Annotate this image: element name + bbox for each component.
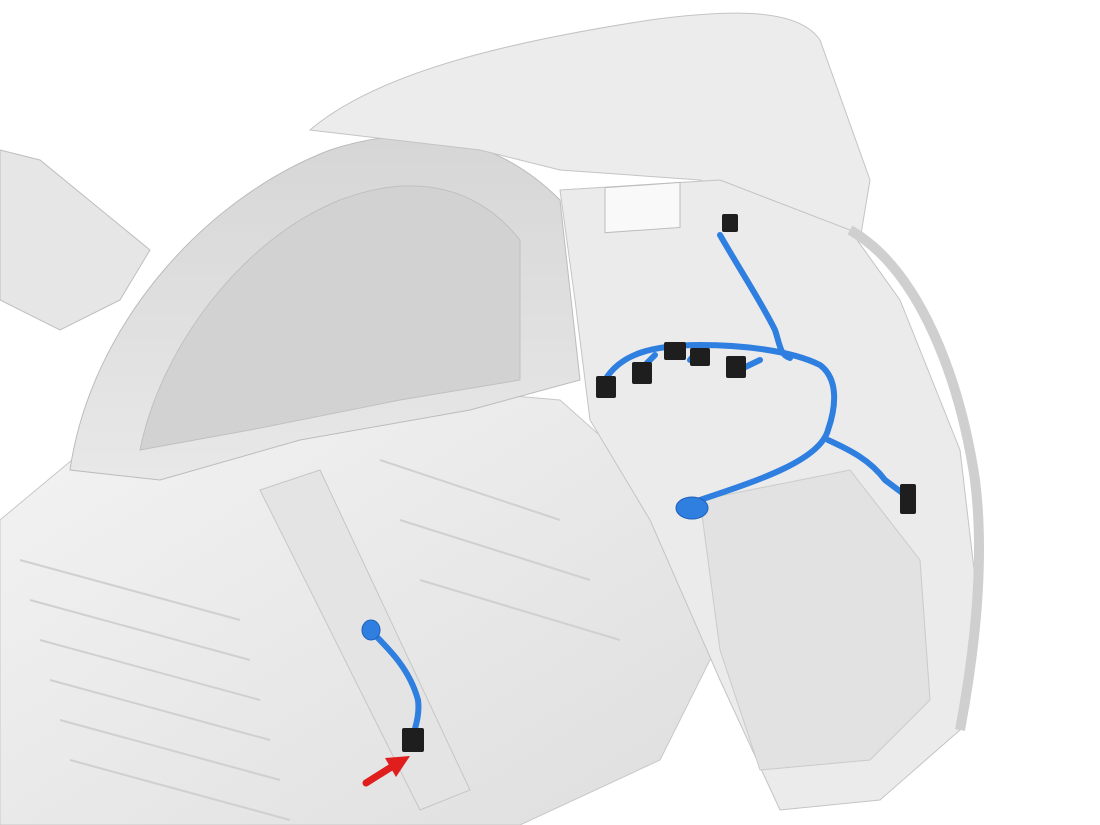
- connector: [632, 362, 652, 384]
- quarter-panel: [308, 12, 871, 241]
- connector: [900, 484, 916, 514]
- connector: [664, 342, 686, 360]
- left-frame-rail: [0, 149, 151, 331]
- rear-bumper-edge: [847, 225, 984, 731]
- harness-grommet: [675, 496, 709, 520]
- connector: [722, 214, 738, 232]
- connector: [690, 348, 710, 366]
- trunk-tub: [699, 469, 931, 771]
- wheel-well-inner: [139, 185, 521, 451]
- lower-grommet: [361, 619, 381, 641]
- connector: [596, 376, 616, 398]
- red-arrow-icon: [362, 756, 410, 787]
- rear-opening: [604, 181, 681, 234]
- connector: [726, 356, 746, 378]
- floor-ribs: [19, 459, 621, 821]
- harness-connectors: [596, 214, 916, 514]
- lower-wiring-harness: [369, 629, 422, 743]
- lower-connector: [402, 728, 424, 752]
